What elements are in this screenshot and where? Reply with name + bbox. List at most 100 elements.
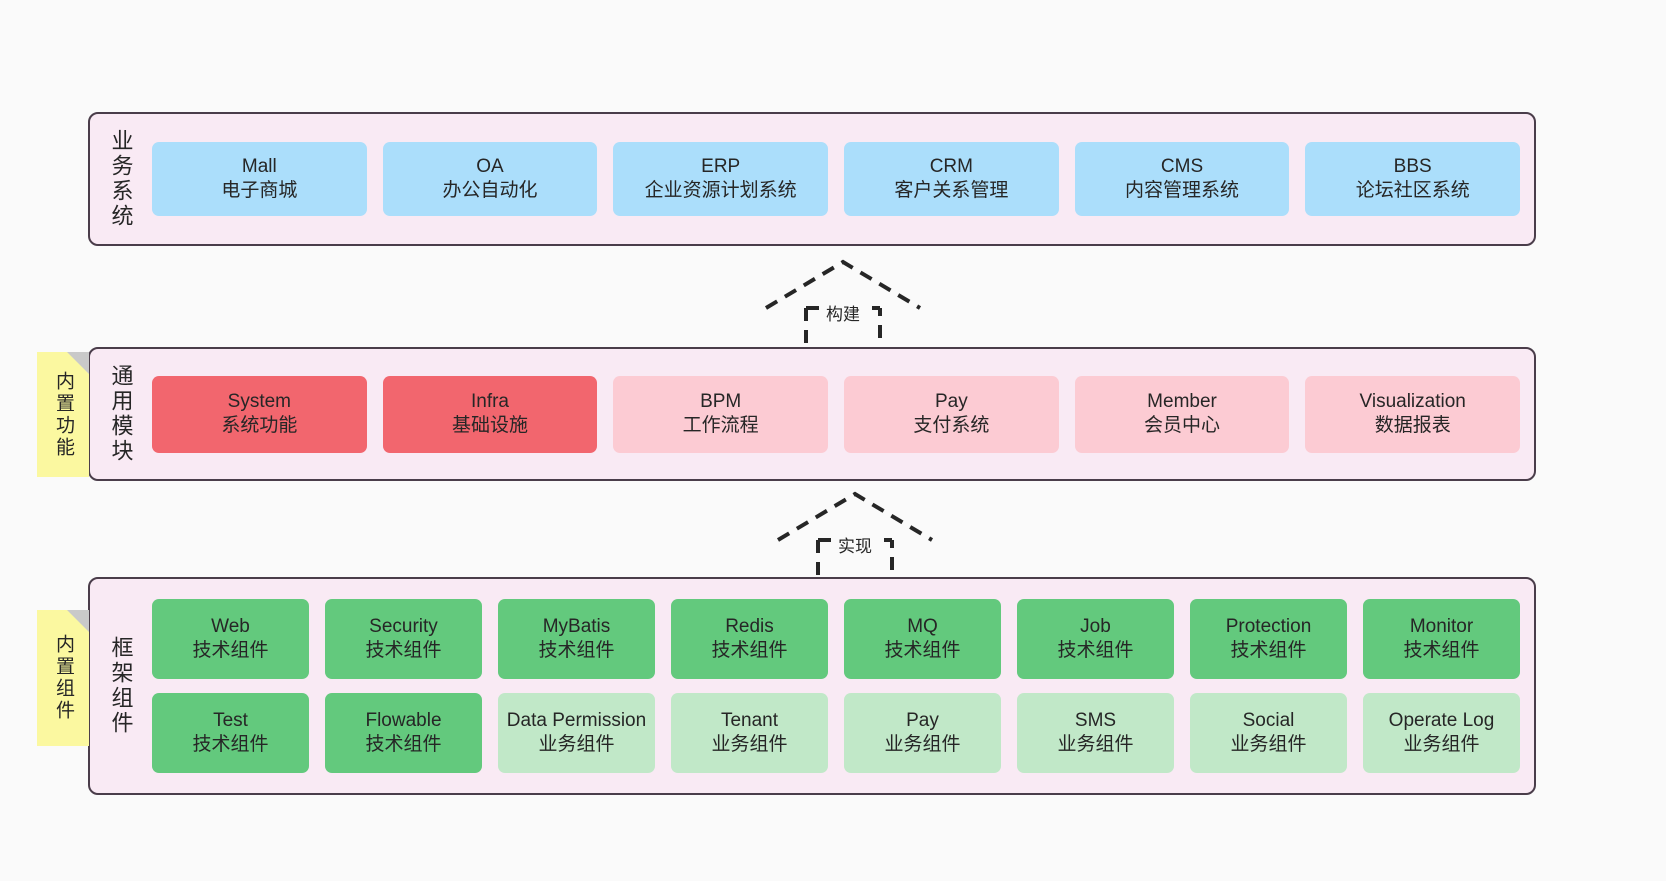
card-title: Web xyxy=(211,615,250,637)
card-social[interactable]: Social 业务组件 xyxy=(1190,693,1347,773)
card-mq[interactable]: MQ 技术组件 xyxy=(844,599,1001,679)
card-row: Test 技术组件 Flowable 技术组件 Data Permission … xyxy=(152,693,1520,773)
card-title: Pay xyxy=(906,709,939,731)
card-title: SMS xyxy=(1074,709,1117,731)
card-title: Social xyxy=(1242,709,1295,731)
card-subtitle: 技术组件 xyxy=(538,640,615,661)
card-title: Tenant xyxy=(720,709,779,731)
card-title: Security xyxy=(369,615,438,637)
card-mybatis[interactable]: MyBatis 技术组件 xyxy=(498,599,655,679)
card-title: Test xyxy=(213,709,248,731)
card-mall[interactable]: Mall 电子商城 xyxy=(152,142,367,216)
card-test[interactable]: Test 技术组件 xyxy=(152,693,309,773)
card-subtitle: 业务组件 xyxy=(884,734,961,755)
card-sms[interactable]: SMS 业务组件 xyxy=(1017,693,1174,773)
dashed-generalization-arrow-icon xyxy=(764,259,922,354)
arrow-label-implement: 实现 xyxy=(835,532,875,557)
layer-body-framework-component: Web 技术组件 Security 技术组件 MyBatis 技术组件 Redi… xyxy=(138,589,1520,783)
card-erp[interactable]: ERP 企业资源计划系统 xyxy=(613,142,829,216)
card-cms[interactable]: CMS 内容管理系统 xyxy=(1074,142,1290,216)
card-subtitle: 电子商城 xyxy=(221,180,298,201)
page-fold-icon xyxy=(67,610,89,632)
card-security[interactable]: Security 技术组件 xyxy=(325,599,482,679)
card-bbs[interactable]: BBS 论坛社区系统 xyxy=(1305,142,1521,216)
card-subtitle: 办公自动化 xyxy=(442,180,538,201)
card-subtitle: 业务组件 xyxy=(1403,734,1480,755)
card-system[interactable]: System 系统功能 xyxy=(152,375,367,453)
arrow-label-build: 构建 xyxy=(823,300,863,325)
card-title: Mall xyxy=(241,155,277,177)
card-subtitle: 基础设施 xyxy=(452,415,529,436)
card-title: Operate Log xyxy=(1388,709,1495,731)
card-title: Redis xyxy=(725,615,774,637)
card-subtitle: 技术组件 xyxy=(884,640,961,661)
card-subtitle: 技术组件 xyxy=(1230,640,1307,661)
note-builtin-components: 内置组件 xyxy=(37,610,89,746)
card-pay[interactable]: Pay 支付系统 xyxy=(844,375,1059,453)
card-subtitle: 支付系统 xyxy=(913,415,990,436)
card-subtitle: 工作流程 xyxy=(682,415,759,436)
card-row: Mall 电子商城 OA 办公自动化 ERP 企业资源计划系统 CRM 客户关系… xyxy=(152,142,1521,216)
card-subtitle: 技术组件 xyxy=(1403,640,1480,661)
card-title: Flowable xyxy=(365,709,442,731)
card-title: Pay xyxy=(934,390,968,412)
card-title: BBS xyxy=(1393,155,1432,177)
card-job[interactable]: Job 技术组件 xyxy=(1017,599,1174,679)
card-title: MQ xyxy=(907,615,938,637)
layer-body-business-system: Mall 电子商城 OA 办公自动化 ERP 企业资源计划系统 CRM 客户关系… xyxy=(138,124,1521,234)
card-subtitle: 技术组件 xyxy=(1057,640,1134,661)
arrow-implement: 实现 xyxy=(770,488,940,586)
card-title: Visualization xyxy=(1359,390,1466,412)
card-subtitle: 业务组件 xyxy=(538,734,615,755)
card-subtitle: 系统功能 xyxy=(221,415,298,436)
card-title: Member xyxy=(1147,390,1217,412)
card-subtitle: 数据报表 xyxy=(1374,415,1451,436)
card-subtitle: 技术组件 xyxy=(365,734,442,755)
card-subtitle: 业务组件 xyxy=(1230,734,1307,755)
card-subtitle: 技术组件 xyxy=(365,640,442,661)
card-protection[interactable]: Protection 技术组件 xyxy=(1190,599,1347,679)
note-builtin-functions: 内置功能 xyxy=(37,352,89,477)
layer-framework-component: 框架组件 Web 技术组件 Security 技术组件 MyBatis 技术组件… xyxy=(88,577,1536,795)
layer-common-module: 通用模块 System 系统功能 Infra 基础设施 BPM 工作流程 Pay… xyxy=(88,347,1536,481)
card-visualization[interactable]: Visualization 数据报表 xyxy=(1305,375,1521,453)
card-subtitle: 技术组件 xyxy=(192,734,269,755)
layer-body-common-module: System 系统功能 Infra 基础设施 BPM 工作流程 Pay 支付系统… xyxy=(138,359,1521,469)
card-subtitle: 业务组件 xyxy=(711,734,788,755)
card-title: Monitor xyxy=(1409,615,1474,637)
card-web[interactable]: Web 技术组件 xyxy=(152,599,309,679)
card-title: Infra xyxy=(470,390,510,412)
card-title: Job xyxy=(1080,615,1111,637)
card-bpm[interactable]: BPM 工作流程 xyxy=(613,375,829,453)
card-subtitle: 客户关系管理 xyxy=(894,180,1009,201)
card-member[interactable]: Member 会员中心 xyxy=(1074,375,1290,453)
card-title: MyBatis xyxy=(542,615,611,637)
card-row: Web 技术组件 Security 技术组件 MyBatis 技术组件 Redi… xyxy=(152,599,1520,679)
card-tenant[interactable]: Tenant 业务组件 xyxy=(671,693,828,773)
card-subtitle: 业务组件 xyxy=(1057,734,1134,755)
card-crm[interactable]: CRM 客户关系管理 xyxy=(844,142,1059,216)
card-flowable[interactable]: Flowable 技术组件 xyxy=(325,693,482,773)
page-fold-icon xyxy=(67,352,89,374)
card-monitor[interactable]: Monitor 技术组件 xyxy=(1363,599,1520,679)
card-title: Data Permission xyxy=(506,709,647,731)
card-subtitle: 内容管理系统 xyxy=(1125,180,1240,201)
card-oa[interactable]: OA 办公自动化 xyxy=(382,142,598,216)
card-operate-log[interactable]: Operate Log 业务组件 xyxy=(1363,693,1520,773)
layer-title-framework-component: 框架组件 xyxy=(108,636,134,736)
card-title: OA xyxy=(476,155,504,177)
card-pay-business[interactable]: Pay 业务组件 xyxy=(844,693,1001,773)
card-data-permission[interactable]: Data Permission 业务组件 xyxy=(498,693,655,773)
dashed-generalization-arrow-icon xyxy=(776,491,934,586)
note-label: 内置功能 xyxy=(52,370,74,459)
layer-title-common-module: 通用模块 xyxy=(108,364,134,464)
card-infra[interactable]: Infra 基础设施 xyxy=(382,375,598,453)
card-row: System 系统功能 Infra 基础设施 BPM 工作流程 Pay 支付系统… xyxy=(152,375,1521,453)
card-title: CMS xyxy=(1160,155,1204,177)
card-redis[interactable]: Redis 技术组件 xyxy=(671,599,828,679)
card-title: CRM xyxy=(929,155,973,177)
card-subtitle: 技术组件 xyxy=(711,640,788,661)
card-title: BPM xyxy=(700,390,742,412)
arrow-build: 构建 xyxy=(758,256,928,354)
